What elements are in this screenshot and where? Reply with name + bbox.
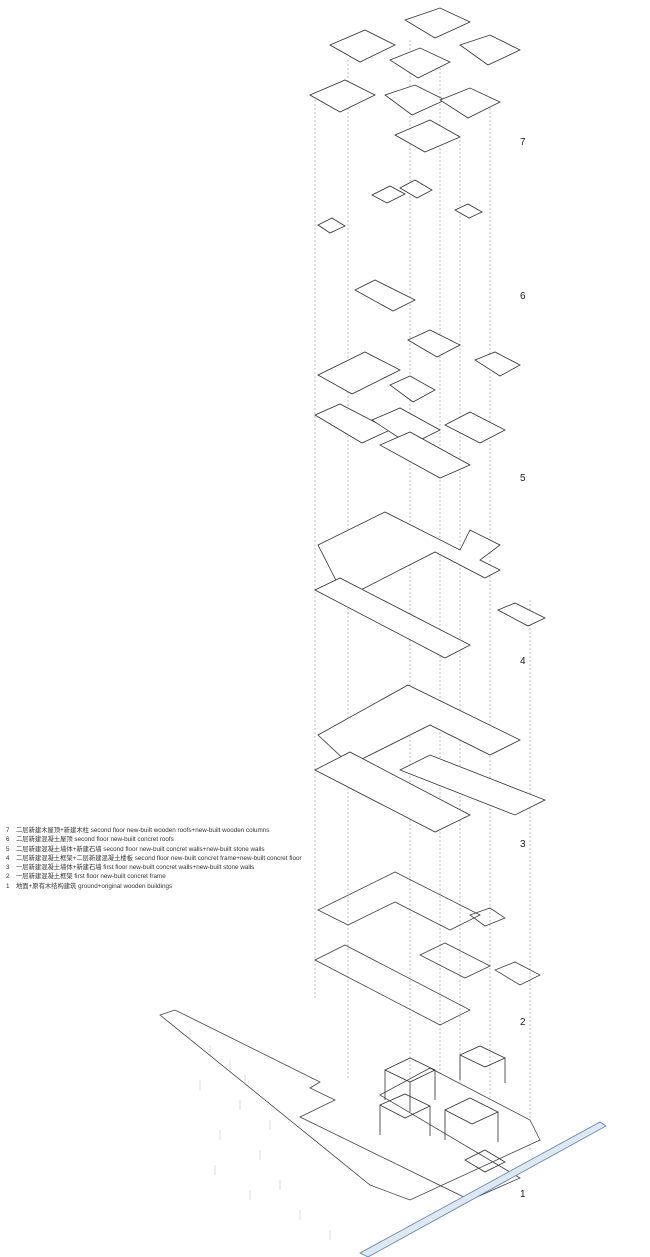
layer-6-concrete-roofs — [317, 179, 483, 312]
layer-1-ground — [159, 1009, 607, 1257]
layer-4-frame-floor — [314, 511, 546, 659]
layer-3-first-floor-walls — [314, 684, 546, 833]
layer-number-4: 4 — [520, 656, 526, 667]
layer-number-3: 3 — [520, 839, 526, 850]
trees — [189, 1030, 331, 1240]
layer-number-2: 2 — [520, 1017, 526, 1028]
wooden-buildings — [379, 1045, 506, 1173]
layer-number-7: 7 — [520, 137, 526, 148]
layer-number-5: 5 — [520, 473, 526, 484]
layer-7-roofs — [309, 7, 521, 153]
layer-number-1: 1 — [520, 1189, 526, 1200]
water-channel — [359, 1121, 607, 1257]
layer-2-concrete-frame — [314, 871, 541, 1026]
projection-lines — [314, 40, 531, 1150]
layer-number-6: 6 — [520, 291, 526, 302]
layer-5-walls — [314, 329, 521, 479]
